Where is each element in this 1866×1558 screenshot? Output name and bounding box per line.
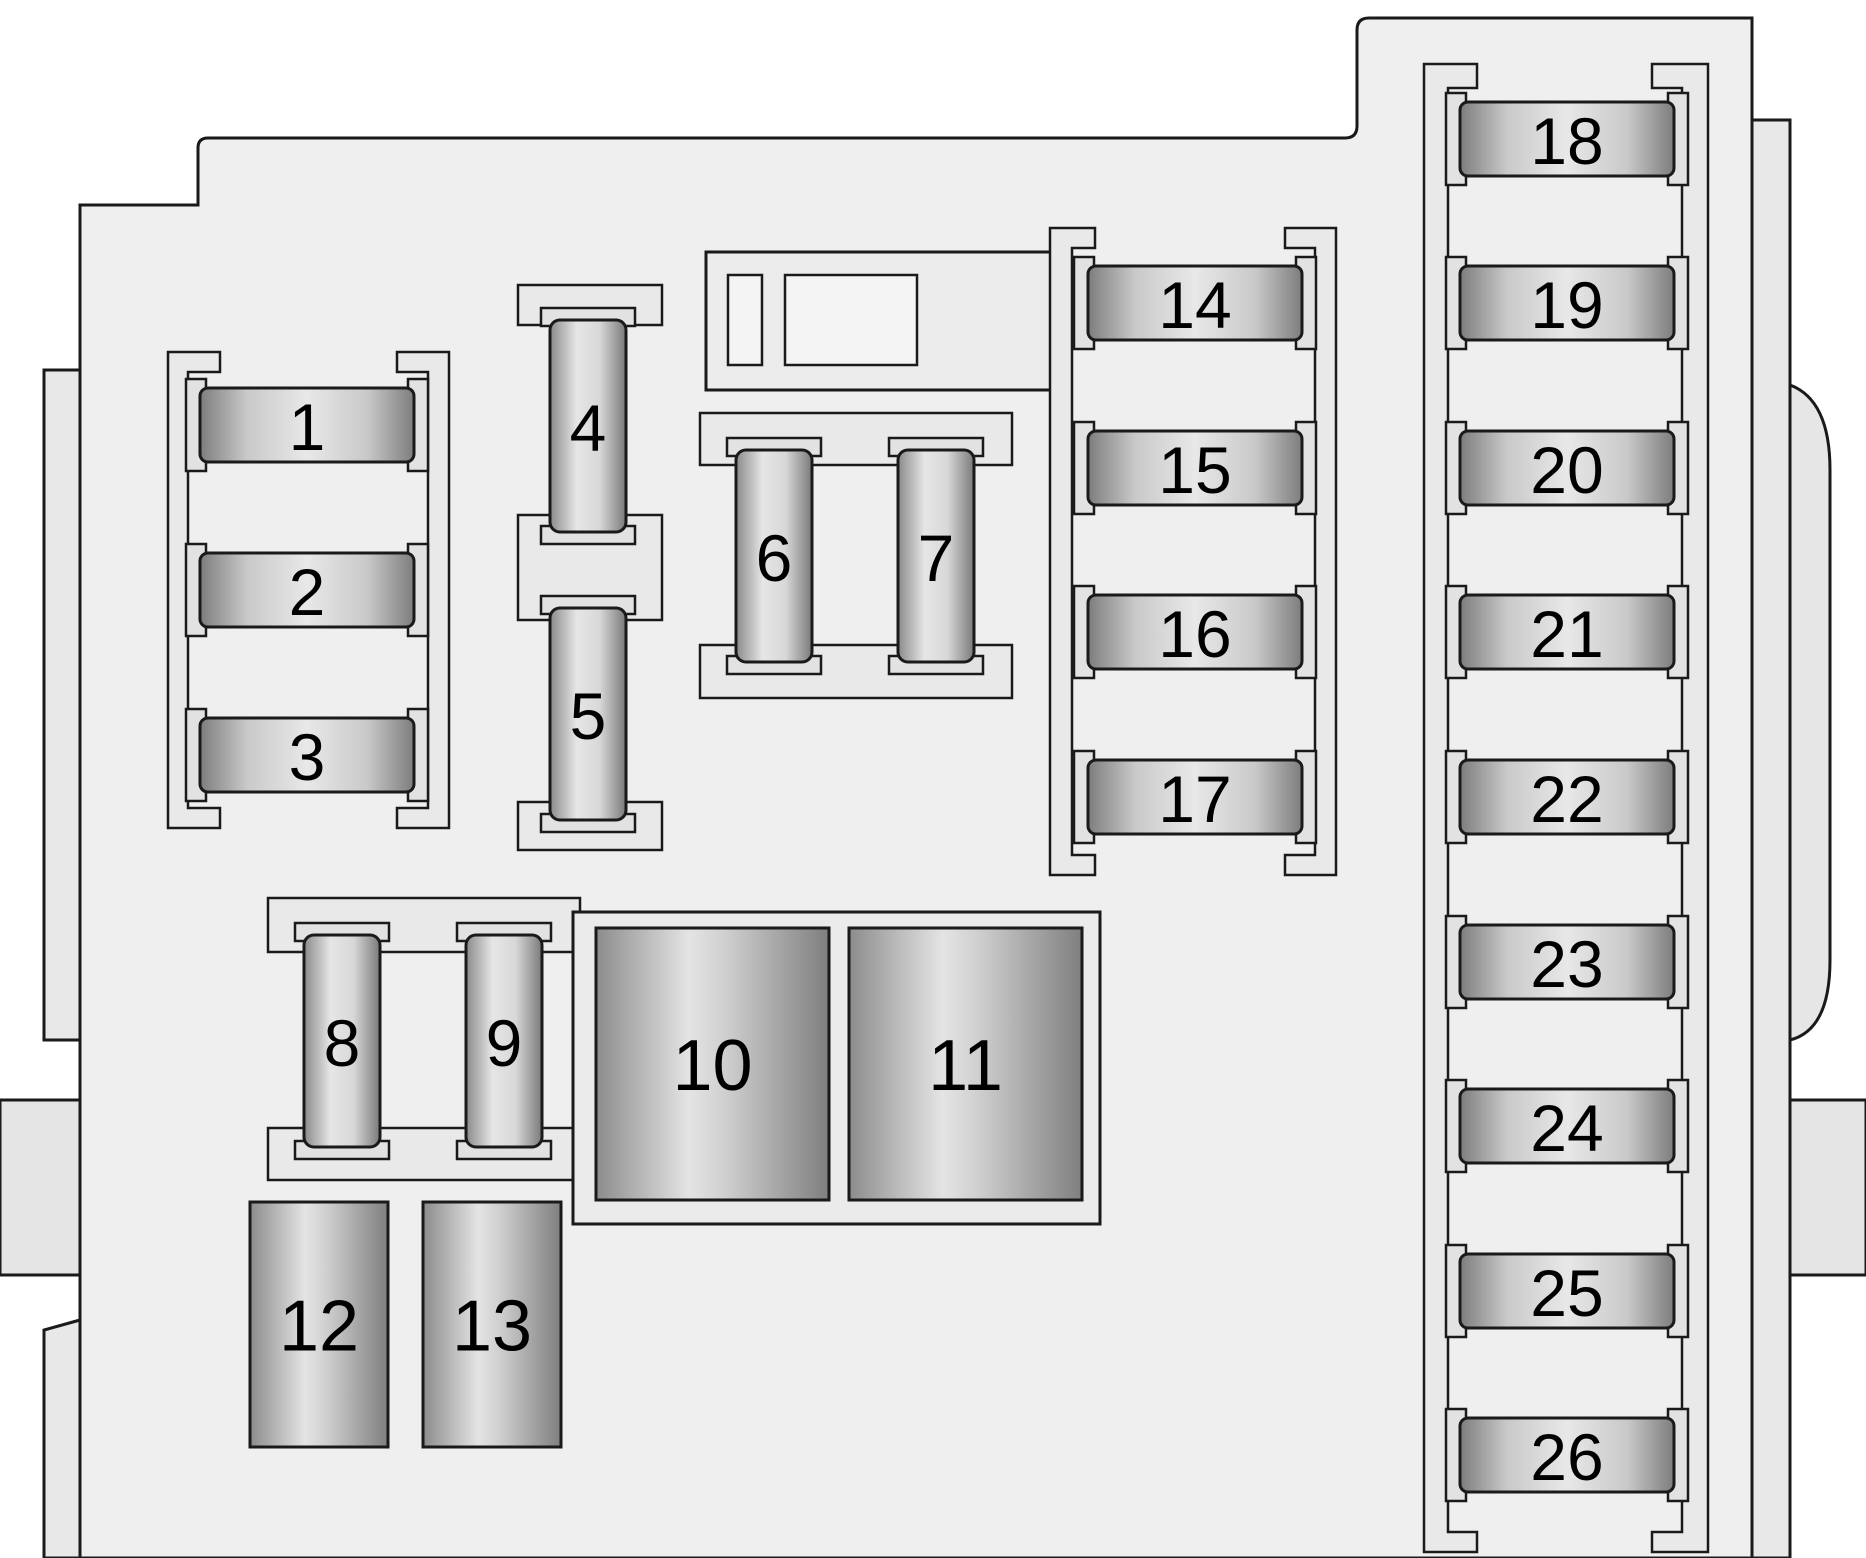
- fuse-holder-right: [1422, 62, 1710, 1554]
- fuse-label: 1: [289, 390, 326, 464]
- fuse-body: [1458, 1416, 1676, 1494]
- connector-slot-large: [783, 273, 919, 367]
- fuse-label: 25: [1530, 1256, 1603, 1330]
- fuse-body: [1458, 758, 1676, 836]
- fuse-label: 18: [1530, 104, 1603, 178]
- fuse-19[interactable]: 19: [1444, 255, 1690, 351]
- fuse-label: 17: [1158, 762, 1231, 836]
- fuse-23[interactable]: 23: [1444, 914, 1690, 1010]
- fuse-17[interactable]: 17: [1072, 749, 1318, 845]
- fuse-body: [896, 448, 976, 664]
- relay-13[interactable]: 13: [421, 1200, 563, 1449]
- fuse-8[interactable]: 8: [293, 921, 391, 1161]
- fuse-body: [548, 318, 628, 534]
- relay-label: 12: [279, 1287, 359, 1367]
- fuse-holder-middle: [1048, 226, 1338, 877]
- fuse-label: 26: [1530, 1420, 1603, 1494]
- fuse-label: 23: [1530, 927, 1603, 1001]
- relay-body: [847, 926, 1084, 1202]
- fuse-2[interactable]: 2: [184, 542, 430, 638]
- fuse-body: [1458, 923, 1676, 1001]
- fuse-25[interactable]: 25: [1444, 1243, 1690, 1339]
- fuse-7[interactable]: 7: [887, 436, 985, 676]
- fuse-body: [1458, 100, 1676, 178]
- fuse-body: [1086, 429, 1304, 507]
- fuse-body: [1458, 264, 1676, 342]
- relay-body: [421, 1200, 563, 1449]
- relay-body: [594, 926, 831, 1202]
- fuse-label: 20: [1530, 433, 1603, 507]
- fuse-22[interactable]: 22: [1444, 749, 1690, 845]
- relay-11[interactable]: 11: [847, 926, 1084, 1202]
- fuse-body: [302, 933, 382, 1149]
- fuse-15[interactable]: 15: [1072, 420, 1318, 516]
- fuse-label: 21: [1530, 597, 1603, 671]
- relay-label: 11: [928, 1026, 1003, 1106]
- fuse-body: [198, 716, 416, 794]
- right-rail: [1788, 1098, 1866, 1277]
- left-mount-tab-upper: [42, 368, 82, 1042]
- left-mount-tab-lower: [42, 1318, 82, 1558]
- fuse-24[interactable]: 24: [1444, 1078, 1690, 1174]
- right-mount-tab: [1750, 118, 1792, 1558]
- fuse-3[interactable]: 3: [184, 707, 430, 803]
- relay-12[interactable]: 12: [248, 1200, 390, 1449]
- fuse-label: 22: [1530, 762, 1603, 836]
- fuse-label: 9: [486, 1006, 523, 1080]
- fuse-body: [1086, 264, 1304, 342]
- fuse-label: 14: [1158, 268, 1231, 342]
- fuse-label: 7: [918, 521, 955, 595]
- fuse-21[interactable]: 21: [1444, 584, 1690, 680]
- fuse-body: [734, 448, 814, 664]
- fuse-label: 3: [289, 720, 326, 794]
- fuse-label: 2: [289, 555, 326, 629]
- fuse-6[interactable]: 6: [725, 436, 823, 676]
- fuse-label: 24: [1530, 1091, 1603, 1165]
- fuse-body: [1086, 758, 1304, 836]
- fuse-9[interactable]: 9: [455, 921, 553, 1161]
- fuse-body: [464, 933, 544, 1149]
- fuse-body: [198, 386, 416, 464]
- fuse-14[interactable]: 14: [1072, 255, 1318, 351]
- fuse-18[interactable]: 18: [1444, 91, 1690, 187]
- fuse-body: [548, 606, 628, 822]
- relay-10[interactable]: 10: [594, 926, 831, 1202]
- fuse-5[interactable]: 5: [539, 594, 637, 834]
- fuse-body: [1458, 593, 1676, 671]
- connector-slot-small: [726, 273, 764, 367]
- fuse-label: 16: [1158, 597, 1231, 671]
- fuse-label: 5: [570, 679, 607, 753]
- fuse-4[interactable]: 4: [539, 306, 637, 546]
- right-bulge: [1788, 382, 1832, 1042]
- fuse-label: 15: [1158, 433, 1231, 507]
- fuse-16[interactable]: 16: [1072, 584, 1318, 680]
- fuse-body: [1458, 1252, 1676, 1330]
- fuse-label: 6: [756, 521, 793, 595]
- left-rail: [0, 1098, 82, 1277]
- fuse-body: [198, 551, 416, 629]
- fuse-label: 4: [570, 391, 607, 465]
- fuse-label: 19: [1530, 268, 1603, 342]
- fuse-body: [1086, 593, 1304, 671]
- fuse-26[interactable]: 26: [1444, 1407, 1690, 1503]
- fuse-label: 8: [324, 1006, 361, 1080]
- relay-label: 13: [452, 1287, 532, 1367]
- fuse-body: [1458, 1087, 1676, 1165]
- fuse-1[interactable]: 1: [184, 377, 430, 473]
- fuse-holder-left: [166, 350, 451, 830]
- fuse-20[interactable]: 20: [1444, 420, 1690, 516]
- fuse-body: [1458, 429, 1676, 507]
- relay-label: 10: [672, 1026, 752, 1106]
- relay-body: [248, 1200, 390, 1449]
